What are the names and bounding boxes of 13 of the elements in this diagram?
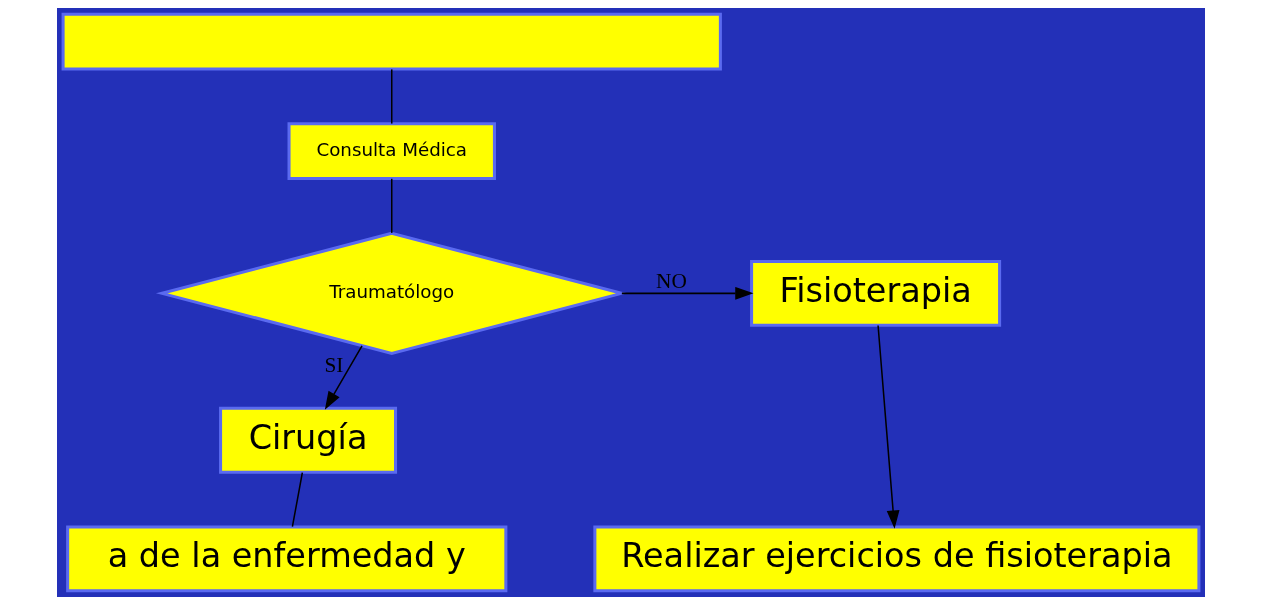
connector — [391, 178, 393, 234]
connector — [291, 471, 304, 528]
arrow — [621, 286, 754, 300]
arrow — [877, 324, 900, 529]
node-box: Cirugía — [219, 406, 398, 474]
arrow — [324, 345, 363, 410]
node-box: Realizar ejercicios de fisioterapia — [593, 525, 1201, 593]
node-box: Consulta Médica — [287, 122, 496, 180]
node-box: Fisioterapia — [750, 259, 1002, 327]
connector — [391, 68, 393, 125]
node-box — [61, 12, 722, 71]
node-box: a de la enfermedad y — [66, 525, 508, 593]
edge-label: NO — [656, 268, 687, 293]
